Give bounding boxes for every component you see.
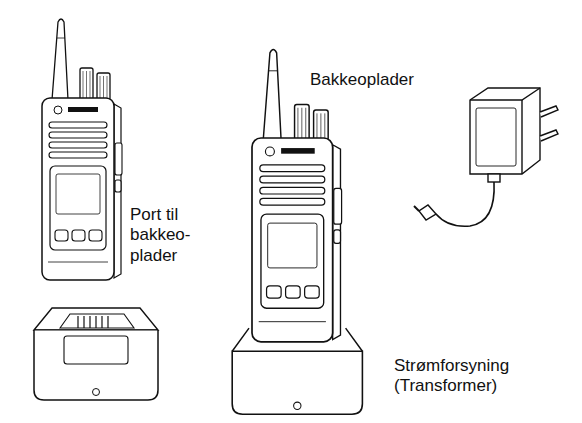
part-label: Strømforsyning (Transformer) bbox=[394, 356, 544, 397]
radio-illustration bbox=[252, 50, 342, 342]
radio-illustration bbox=[42, 19, 122, 280]
part-label: Bakkeoplader bbox=[310, 70, 450, 90]
cradle-illustration bbox=[232, 328, 362, 414]
part-label: Port til bakkeo- plader bbox=[130, 205, 204, 266]
cradle-illustration bbox=[34, 308, 158, 400]
cradle-contacts bbox=[78, 316, 108, 328]
power-supply-illustration bbox=[414, 88, 558, 226]
